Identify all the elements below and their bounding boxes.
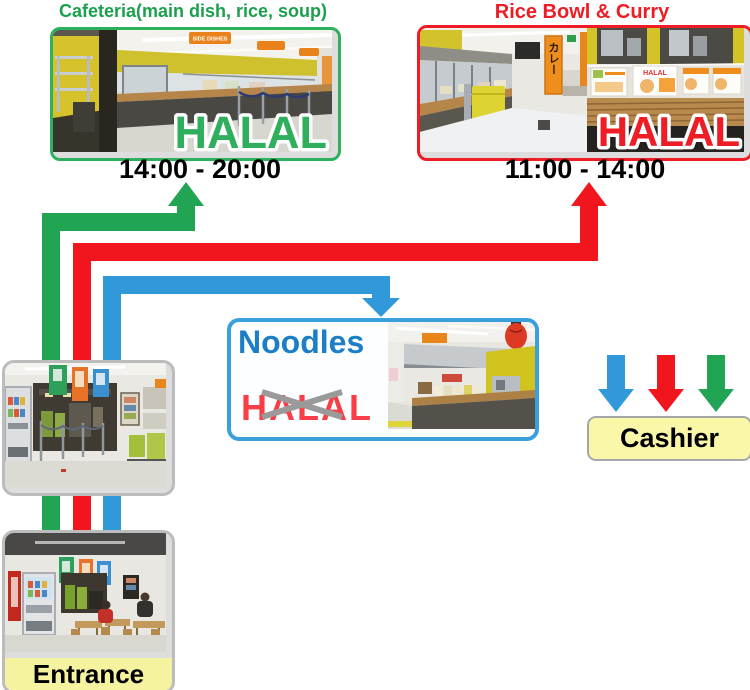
cafeteria-title: Cafeteria(main dish, rice, soup) — [58, 1, 328, 21]
noodles-photo-scene — [388, 322, 535, 429]
ricebowl-photo-right-scene: HALAL HALAL — [587, 28, 744, 152]
entrance-photo: Entrance — [2, 530, 175, 690]
hallway-photo-scene — [5, 363, 166, 487]
ricebowl-photo-left-scene: カレー — [420, 28, 587, 152]
noodles-photo — [388, 322, 535, 429]
ricebowl-title: Rice Bowl & Curry — [494, 1, 670, 23]
side-dishes-sign — [189, 32, 231, 44]
halal-menu-card-text: HALAL — [643, 70, 667, 77]
cafeteria-hours: 14:00 - 20:00 — [118, 154, 282, 184]
lantern-icon — [505, 323, 527, 349]
noodles-card: Noodles HALAL — [227, 318, 539, 441]
side-dishes-sign-text: SIDE DISHES — [193, 37, 228, 43]
ricebowl-halal-overlay: HALAL — [598, 108, 740, 152]
entrance-photo-scene — [5, 533, 166, 652]
person-dark-jacket — [137, 601, 153, 617]
entrance-label-band: Entrance — [5, 658, 172, 690]
person-red-jacket — [98, 609, 113, 623]
cashier-box: Cashier — [587, 416, 750, 461]
curry-banner-text: カレー — [547, 42, 560, 75]
cashier-arrow-blue-icon — [598, 355, 634, 412]
cashier-label: Cashier — [619, 423, 720, 453]
cafeteria-photo: SIDE DISHES HALAL — [50, 27, 341, 161]
entrance-label: Entrance — [32, 659, 145, 689]
cafeteria-halal-overlay: HALAL — [175, 107, 327, 152]
cashier-arrow-green-icon — [698, 355, 734, 412]
ricebowl-photo: カレー HALAL — [417, 25, 750, 161]
ricebowl-hours: 11:00 - 14:00 — [504, 154, 666, 184]
noodles-label: Noodles — [238, 324, 365, 360]
curry-banner — [544, 35, 563, 95]
cashier-arrow-red-icon — [648, 355, 684, 412]
cross-out-icon — [261, 389, 343, 420]
cafeteria-photo-scene: SIDE DISHES HALAL — [53, 30, 332, 152]
hallway-photo — [2, 360, 175, 496]
